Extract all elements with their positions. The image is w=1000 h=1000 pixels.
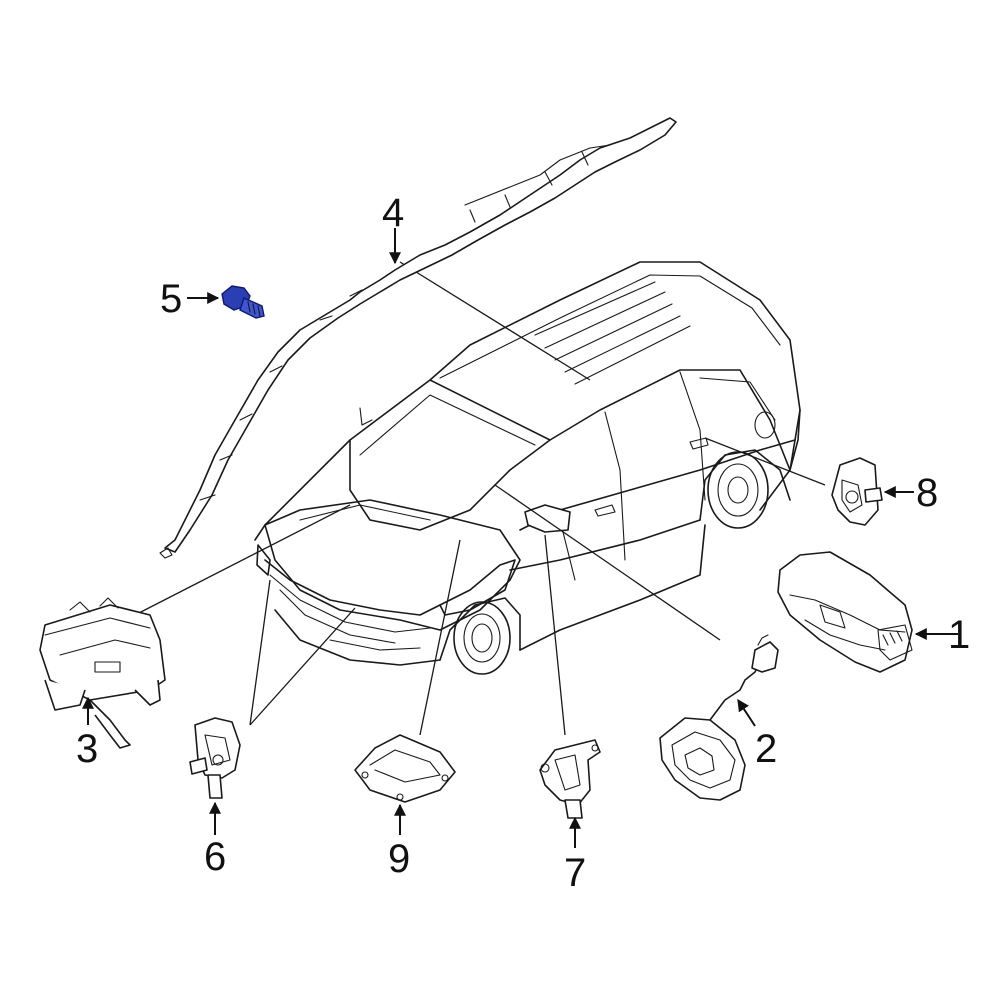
leader-lines <box>134 261 826 736</box>
callout-5: 5 <box>160 277 182 321</box>
driver-airbag-part-1[interactable] <box>777 551 913 673</box>
callout-4: 4 <box>382 191 404 235</box>
callout-1: 1 <box>948 613 970 657</box>
clockspring-part-2[interactable] <box>659 634 779 801</box>
impact-sensor-part-7[interactable] <box>539 739 601 819</box>
callout-9: 9 <box>388 837 410 881</box>
callout-7: 7 <box>564 851 586 895</box>
callout-arrows <box>82 228 958 848</box>
curtain-airbag[interactable] <box>159 117 677 559</box>
front-sensor-part-6[interactable] <box>189 717 241 799</box>
callout-labels: 1 2 3 4 5 6 7 8 9 <box>76 191 970 895</box>
side-sensor-part-8[interactable] <box>831 457 883 526</box>
bolt-part-5[interactable] <box>221 285 265 319</box>
callout-6: 6 <box>204 835 226 879</box>
passenger-airbag-part-3[interactable] <box>39 597 166 749</box>
airbag-control-module-part-9[interactable] <box>354 734 456 803</box>
callout-3: 3 <box>76 727 98 771</box>
vehicle-outline <box>254 261 801 675</box>
callout-8: 8 <box>916 471 938 515</box>
callout-2: 2 <box>755 727 777 771</box>
